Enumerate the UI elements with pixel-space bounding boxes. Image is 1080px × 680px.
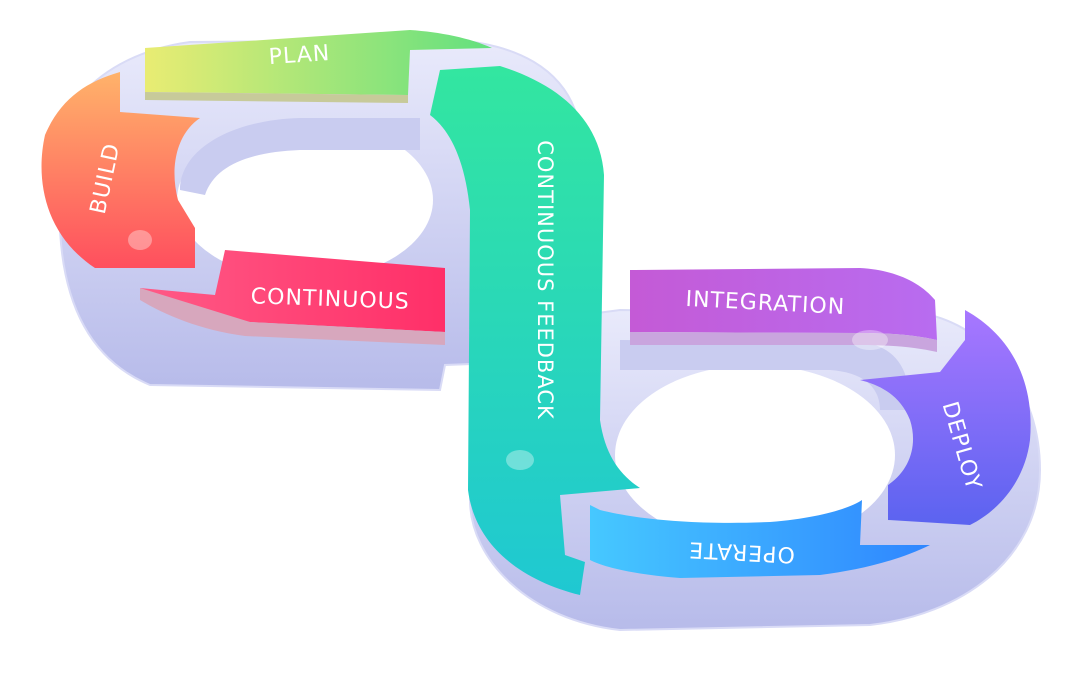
- segment-build: BUILD: [41, 72, 201, 268]
- label-continuous: CONTINUOUS: [250, 284, 410, 315]
- segment-continuous-feedback: CONTINUOUS FEEDBACK: [430, 66, 640, 595]
- label-plan: PLAN: [268, 41, 331, 70]
- segment-deploy: DEPLOY: [860, 310, 1031, 525]
- label-operate: OPERATE: [688, 536, 796, 567]
- segment-plan: PLAN: [145, 30, 492, 103]
- segment-integration: INTEGRATION: [630, 268, 937, 352]
- gloss-highlights: [128, 230, 888, 470]
- segment-continuous: CONTINUOUS: [140, 250, 445, 345]
- segment-operate: OPERATE: [590, 500, 930, 578]
- label-continuous-feedback: CONTINUOUS FEEDBACK: [533, 140, 557, 420]
